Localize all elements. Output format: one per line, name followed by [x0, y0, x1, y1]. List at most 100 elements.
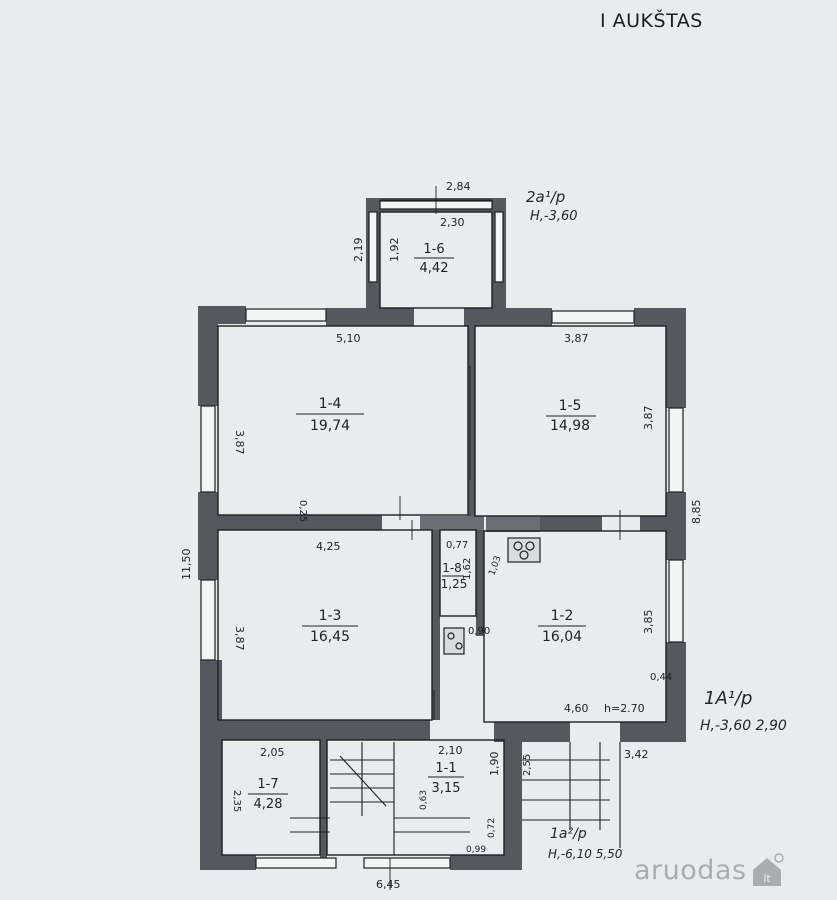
stove-upper [486, 516, 540, 532]
window-left-2 [200, 579, 216, 661]
dim-label: 0,25 [297, 500, 308, 522]
dim-label: 11,50 [180, 549, 193, 581]
room-label-1-8: 1-8 [442, 561, 462, 575]
watermark-suffix: lt [763, 872, 771, 885]
room-area-1-3: 16,45 [310, 629, 350, 645]
room-area-1-7: 4,28 [254, 797, 283, 812]
partition-stair-left [320, 740, 327, 858]
plan-title: I AUKŠTAS [600, 10, 703, 32]
wall-right-upper [666, 308, 686, 408]
dim-label: h=2.70 [604, 702, 645, 715]
stairs [290, 742, 621, 855]
wall-left-lower [200, 660, 222, 870]
dim-label: 4,25 [316, 540, 341, 553]
watermark-logo: aruodas lt [634, 850, 785, 890]
wall-top-mid-left [326, 308, 414, 326]
boiler-burner-icon [447, 632, 455, 640]
room-label-1-3: 1-3 [319, 608, 342, 624]
outline-1-8 [439, 529, 477, 617]
annotation-code: 1a²/p [550, 826, 587, 842]
window-bottom-2 [363, 857, 451, 869]
dim-label: 3,87 [233, 430, 246, 455]
dim-label: 3,87 [233, 626, 246, 651]
window-bottom-1 [255, 857, 337, 869]
dim-label: 5,10 [336, 332, 361, 345]
outline-1-7 [221, 739, 321, 856]
wall-left-upper [198, 306, 218, 406]
house-chimney-icon [773, 853, 784, 863]
outline-1-3 [217, 529, 433, 721]
labels: 1-4 19,74 1-5 14,98 1-3 16,45 1-2 16,04 … [180, 180, 787, 891]
wall-left-middle [198, 492, 218, 580]
dim-label: 0,77 [446, 540, 468, 551]
stove-burner-icon [525, 541, 535, 551]
room-label-1-7: 1-7 [257, 777, 278, 792]
dim-label: 1,90 [488, 752, 501, 777]
dim-label: 3,87 [564, 332, 589, 345]
wall-right-middle [666, 492, 686, 560]
room-label-1-6: 1-6 [423, 242, 444, 257]
boiler-burner-icon [455, 642, 463, 650]
window-porch-left [368, 211, 378, 283]
wall-top-mid-right [464, 308, 552, 326]
wall-low-mid [494, 722, 570, 742]
stove-icon [507, 537, 541, 563]
dim-label: 0,72 [487, 818, 497, 838]
dim-label: 0,63 [419, 790, 429, 810]
annotation-height: H,-6,10 5,50 [548, 847, 623, 861]
partition-closet-left [432, 516, 440, 720]
stove-burner-icon [519, 550, 529, 560]
outline-1-5 [474, 325, 667, 517]
wall-bottom-far-right [504, 740, 522, 870]
dim-label: 6,45 [376, 878, 401, 891]
dim-label: 1,92 [388, 238, 401, 263]
stove-burner-icon [513, 541, 523, 551]
window-left-1 [200, 405, 216, 493]
room-area-1-2: 16,04 [542, 629, 582, 645]
dimension-lines [380, 186, 621, 890]
room-label-1-2: 1-2 [551, 608, 574, 624]
wall-mid-right [540, 516, 602, 531]
dim-label: 2,19 [352, 238, 365, 263]
dim-label: 1,03 [487, 555, 503, 577]
room-area-1-5: 14,98 [550, 418, 590, 434]
wall-mid-left [218, 515, 382, 530]
room-area-1-8: 1,25 [441, 577, 468, 591]
outline-1-2 [483, 530, 667, 723]
annotation-code: 2a¹/p [526, 188, 565, 206]
annotation-height: H,-3,60 [530, 209, 578, 224]
dim-label: 2,05 [260, 746, 285, 759]
dim-label: 0,90 [468, 626, 490, 637]
window-top-2 [551, 310, 635, 324]
dim-label: 8,85 [690, 500, 703, 525]
dim-label: 1,62 [462, 558, 473, 580]
house-icon-shape [752, 858, 781, 886]
house-icon: lt [752, 853, 784, 886]
partition-closet-right [476, 516, 484, 636]
window-top-1 [245, 308, 327, 322]
wall-bottom-left [200, 855, 256, 870]
dim-label: 3,42 [624, 748, 649, 761]
boiler-icon [443, 627, 465, 655]
stair-arrow [339, 755, 387, 807]
room-area-1-4: 19,74 [310, 418, 350, 434]
outline-1-1 [326, 739, 505, 856]
stove-symbols [443, 537, 541, 655]
dim-label: 3,85 [642, 610, 655, 635]
annotation-code: 1A¹/p [704, 688, 752, 709]
watermark-text: aruodas [634, 854, 747, 886]
window-porch-right [494, 211, 504, 283]
wall-right-lower [666, 642, 686, 742]
outline-1-4 [217, 325, 469, 516]
dim-label: 3,87 [642, 406, 655, 431]
dim-label: 2,10 [438, 744, 463, 757]
partition-vertical-upper [468, 326, 475, 516]
window-right-2 [668, 559, 684, 643]
closet-top [420, 516, 484, 530]
dim-label: 2,30 [440, 216, 465, 229]
room-area-1-6: 4,42 [420, 261, 449, 276]
window-right-1 [668, 407, 684, 493]
dim-label: 0,44 [650, 672, 672, 683]
dim-label: 4,60 [564, 702, 589, 715]
